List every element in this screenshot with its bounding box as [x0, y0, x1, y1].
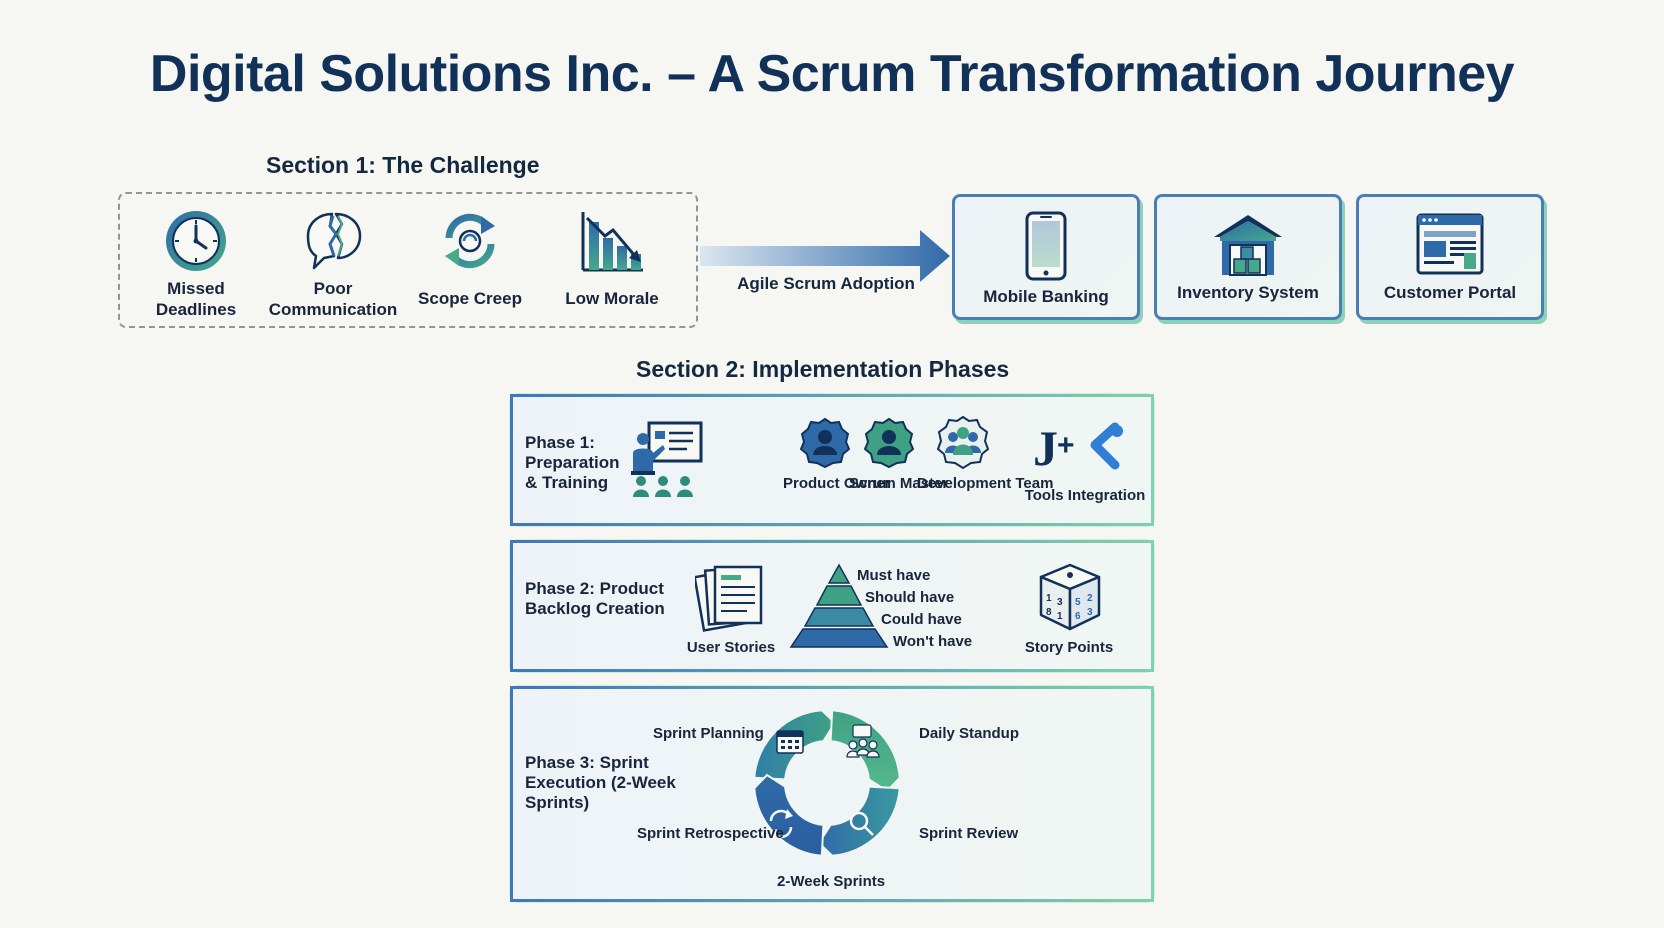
role-label: Scrum Master	[849, 475, 949, 492]
refresh-icon	[769, 809, 793, 839]
sprint-cycle-diagram	[753, 709, 901, 857]
svg-text:J: J	[1033, 421, 1058, 473]
user-stories-label: User Stories	[686, 639, 776, 656]
jira-confluence-icon: J +	[1033, 421, 1123, 473]
svg-text:3: 3	[1087, 607, 1093, 618]
product-owner-icon	[799, 417, 851, 469]
svg-text:3: 3	[1057, 597, 1063, 608]
priority-label: Could have	[881, 611, 962, 628]
story-points-label: Story Points	[1024, 639, 1114, 656]
phase-1-label: Phase 1: Preparation & Training	[525, 433, 620, 492]
challenge-label: Poor Communication	[268, 279, 398, 319]
user-stories-documents-icon	[695, 565, 763, 632]
svg-text:+: +	[1057, 429, 1075, 462]
svg-text:5: 5	[1075, 597, 1081, 608]
svg-text:2: 2	[1087, 593, 1093, 604]
arrow-label: Agile Scrum Adoption	[737, 274, 915, 293]
broken-speech-bubble-icon	[306, 212, 362, 270]
role-label: Product Owner	[783, 475, 891, 492]
project-label: Mobile Banking	[983, 287, 1109, 306]
refresh-cycle-icon	[445, 213, 495, 269]
sprint-event-label: Sprint Planning	[653, 725, 764, 742]
challenge-label: Low Morale	[565, 289, 659, 308]
presenter-training-icon	[631, 421, 703, 497]
challenge-scope-creep: Scope Creep	[404, 208, 536, 309]
smartphone-icon	[1025, 211, 1067, 281]
standup-team-icon	[846, 724, 880, 758]
project-label: Inventory System	[1177, 283, 1319, 302]
tools-label: Tools Integration	[1024, 487, 1146, 504]
sprint-event-label: Daily Standup	[919, 725, 1020, 742]
challenge-label: Missed Deadlines	[155, 279, 237, 319]
section-1-title: Section 1: The Challenge	[266, 152, 540, 178]
scrum-master-icon	[863, 417, 915, 469]
phase-3-label: Phase 3: Sprint Execution (2-Week Sprint…	[525, 753, 676, 812]
challenge-low-morale: Low Morale	[546, 208, 678, 309]
calendar-icon	[776, 730, 804, 754]
svg-text:6: 6	[1075, 611, 1081, 622]
sprint-event-label: Sprint Retrospective	[637, 825, 784, 842]
challenge-label: Scope Creep	[418, 289, 522, 308]
svg-text:8: 8	[1046, 607, 1052, 618]
cycle-label: 2-Week Sprints	[777, 873, 886, 890]
phase-3-box: Phase 3: Sprint Execution (2-Week Sprint…	[510, 686, 1154, 902]
clock-icon	[166, 211, 226, 271]
page-title: Digital Solutions Inc. – A Scrum Transfo…	[149, 45, 1515, 103]
project-card-inventory-system: Inventory System	[1154, 194, 1342, 320]
svg-text:1: 1	[1046, 593, 1052, 604]
project-card-mobile-banking: Mobile Banking	[952, 194, 1140, 320]
role-label: Development Team	[917, 475, 1054, 492]
phase-1-box: Phase 1: Preparation & Training Product …	[510, 394, 1154, 526]
project-label: Customer Portal	[1383, 283, 1517, 302]
phase-2-label: Phase 2: Product Backlog Creation	[525, 579, 665, 618]
challenge-poor-communication: Poor Communication	[267, 208, 399, 320]
priority-label: Must have	[857, 567, 931, 584]
development-team-icon	[936, 415, 990, 470]
declining-chart-icon	[581, 212, 643, 272]
priority-label: Won't have	[893, 633, 973, 650]
transformation-arrow	[700, 230, 950, 282]
phase-2-box: Phase 2: Product Backlog Creation User S…	[510, 540, 1154, 672]
svg-text:1: 1	[1057, 611, 1063, 622]
challenge-box: Missed Deadlines Poor Communication Scop…	[118, 192, 698, 328]
warehouse-icon	[1214, 215, 1282, 276]
sprint-event-label: Sprint Review	[919, 825, 1019, 842]
magnifier-icon	[849, 811, 874, 836]
challenge-missed-deadlines: Missed Deadlines	[130, 208, 262, 320]
browser-window-icon	[1416, 213, 1484, 275]
project-card-customer-portal: Customer Portal	[1356, 194, 1544, 320]
moscow-pyramid	[789, 563, 889, 648]
section-2-title: Section 2: Implementation Phases	[636, 356, 1010, 382]
dice-story-points-icon: 1 3 8 1 5 2 6 3	[1039, 563, 1101, 631]
priority-label: Should have	[865, 589, 955, 606]
